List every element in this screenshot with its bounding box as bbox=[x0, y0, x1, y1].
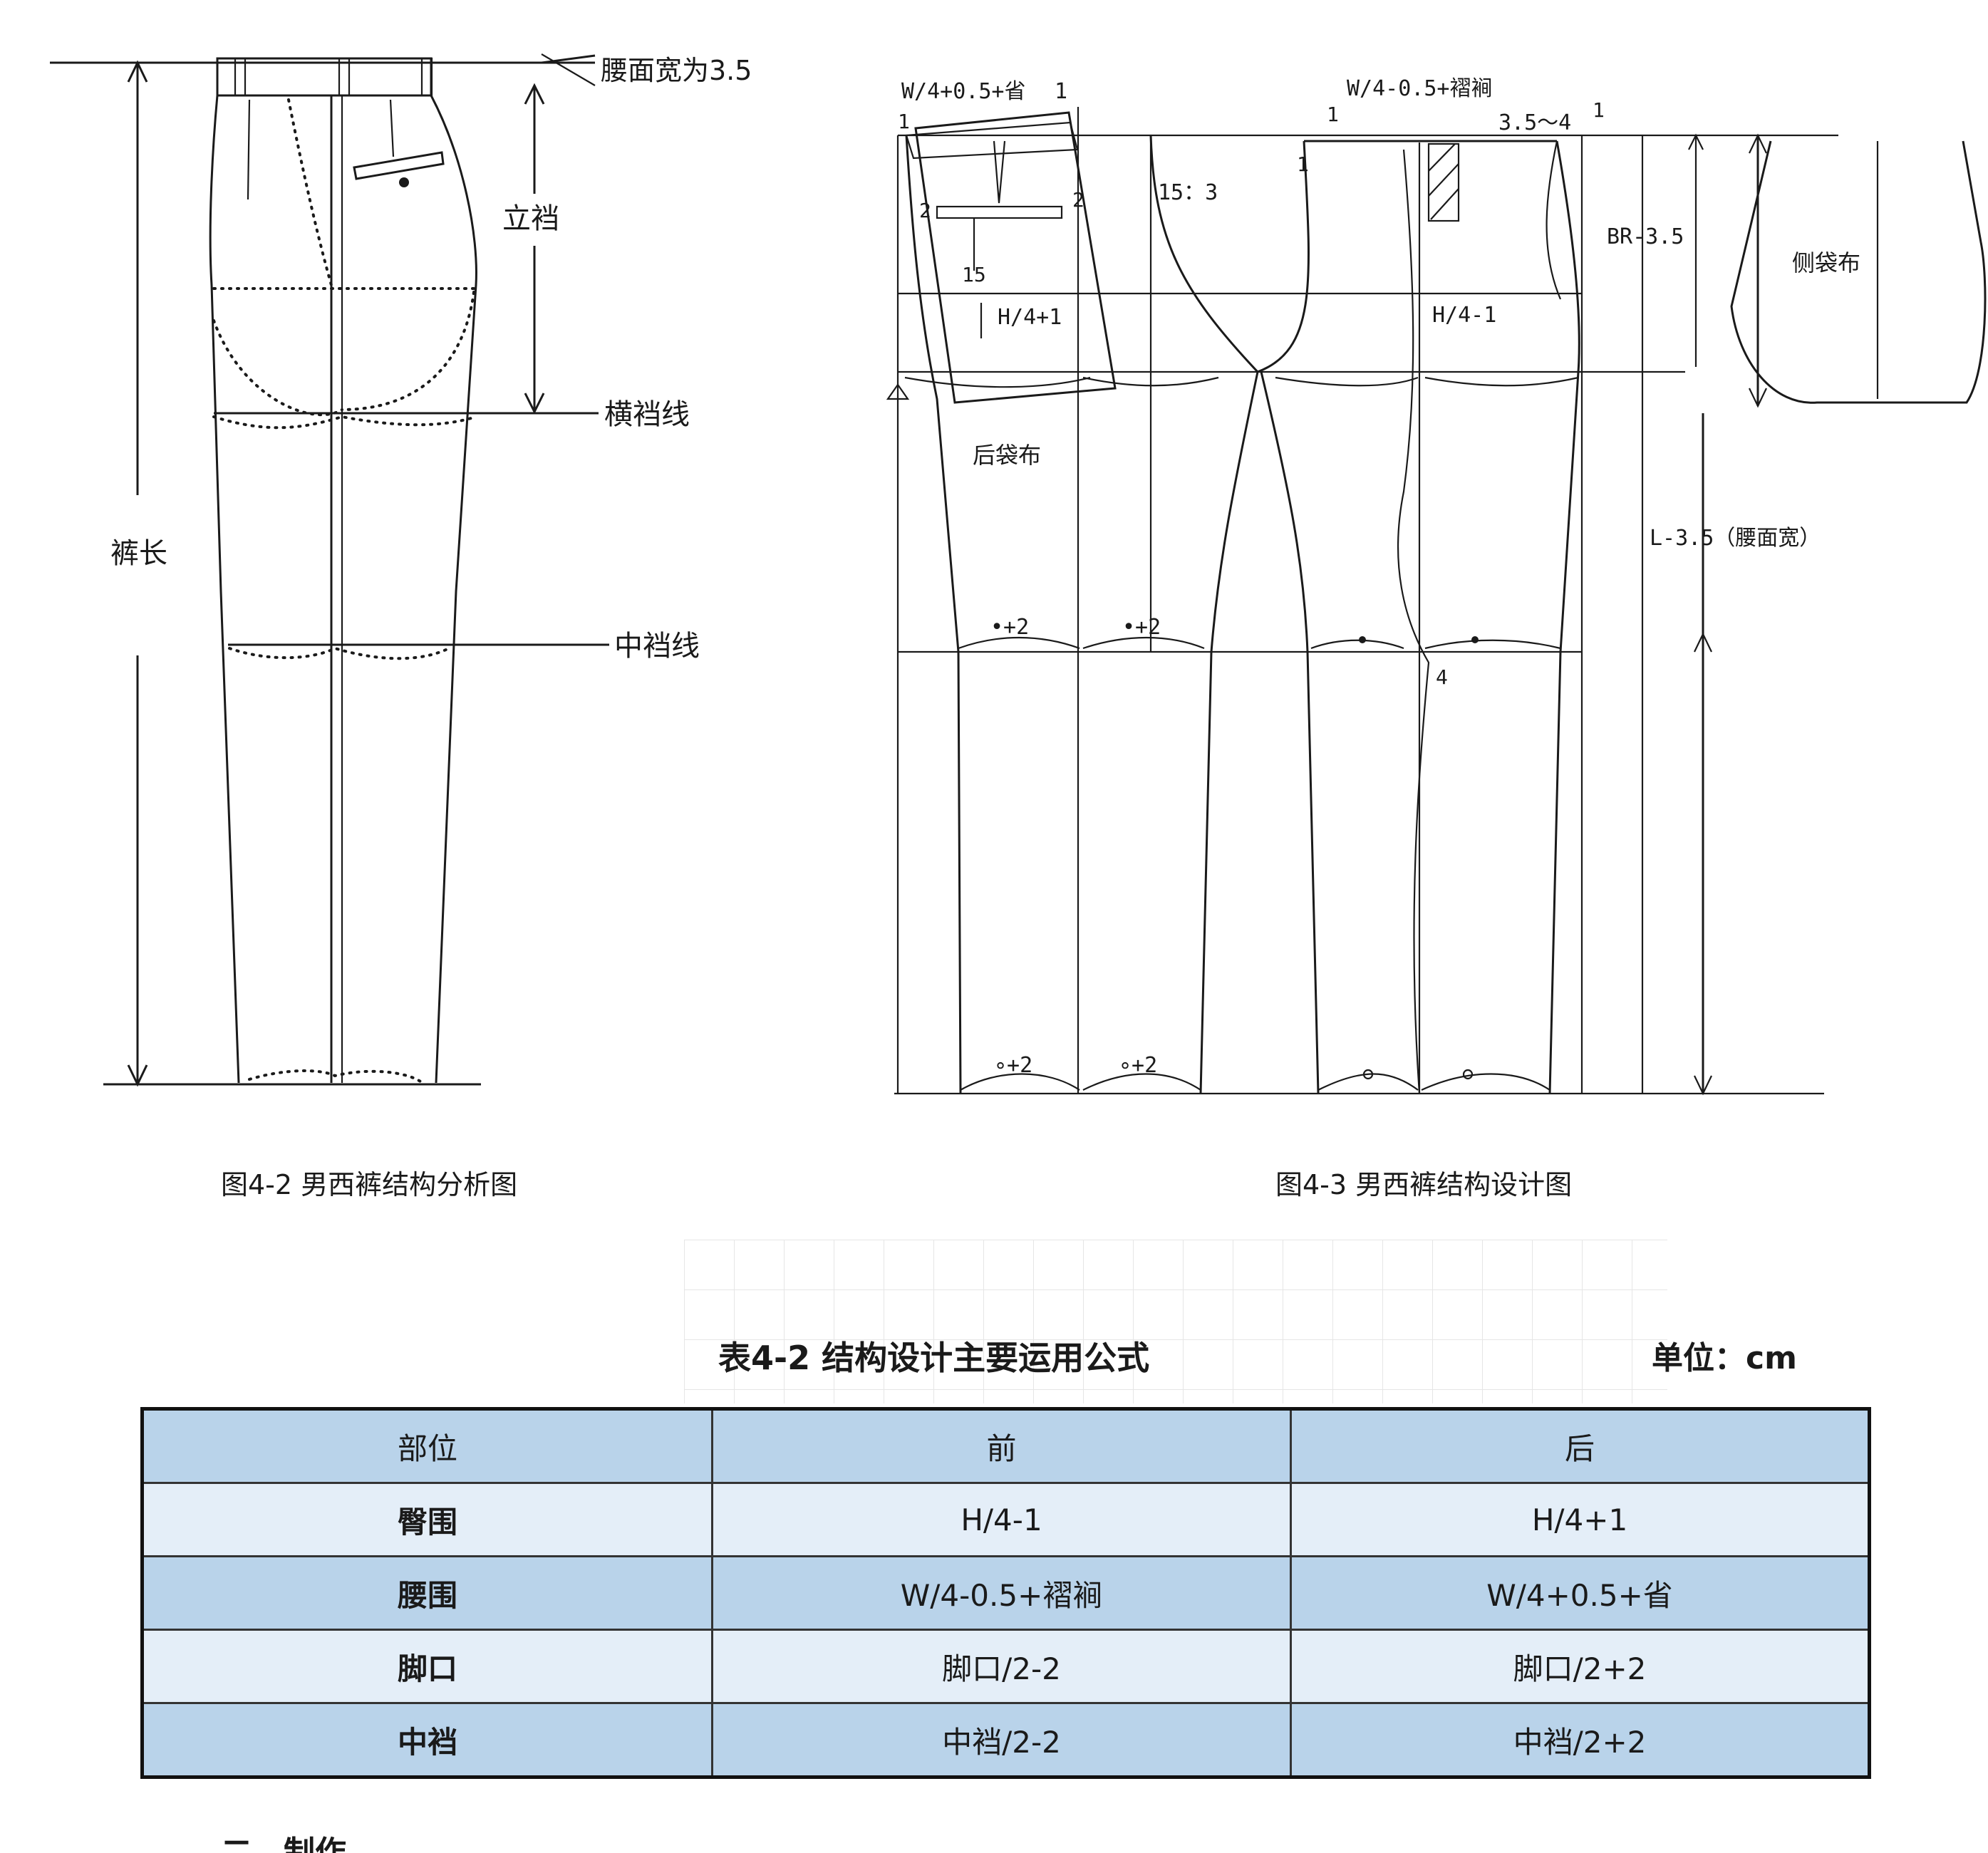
label-crotch-line: 横裆线 bbox=[604, 398, 690, 431]
label-two-a: 2 bbox=[919, 199, 931, 222]
table-row: 脚口 脚口/2-2 脚口/2+2 bbox=[141, 1629, 1870, 1704]
label-knee-line: 中裆线 bbox=[614, 630, 700, 663]
label-back-pocket: 后袋布 bbox=[973, 442, 1041, 469]
table-cell: 中裆/2-2 bbox=[711, 1702, 1292, 1778]
table-header-front: 前 bbox=[711, 1408, 1292, 1484]
trouser-analysis-figure: 腰面宽为3.5 立裆 横裆线 裤长 中裆线 bbox=[50, 53, 752, 1087]
table-cell: H/4+1 bbox=[1290, 1482, 1870, 1557]
label-one-c: 1 bbox=[1593, 98, 1605, 122]
table-header-back: 后 bbox=[1290, 1408, 1870, 1484]
label-trouser-length: 裤长 bbox=[110, 537, 167, 570]
label-hem-back-b: ∘+2 bbox=[1119, 1053, 1157, 1078]
label-back-waist: W/4+0.5+省 bbox=[901, 79, 1026, 104]
label-length-formula: L-3.5（腰面宽） bbox=[1650, 526, 1821, 551]
table-cell: 脚口 bbox=[141, 1629, 713, 1704]
table-title: 表4-2 结构设计主要运用公式 bbox=[718, 1339, 1150, 1377]
label-front-waist: W/4-0.5+褶裥 bbox=[1347, 76, 1493, 101]
table-cell: 脚口/2-2 bbox=[711, 1629, 1292, 1704]
label-br: BR-3.5 bbox=[1607, 224, 1684, 249]
label-one-a: 1 bbox=[898, 110, 910, 133]
formula-table: 部位 前 后 臀围 H/4-1 H/4+1 腰围 W/4-0.5+褶裥 W/4+… bbox=[140, 1407, 1871, 1779]
label-rise: 立裆 bbox=[502, 202, 559, 235]
table-row: 中裆 中裆/2-2 中裆/2+2 bbox=[141, 1702, 1870, 1778]
label-knee-back-b: •+2 bbox=[1122, 615, 1161, 640]
label-one-d: 1 bbox=[1297, 152, 1309, 176]
label-ratio: 15：3 bbox=[1158, 180, 1218, 205]
figure-right-caption: 图4-3 男西裤结构设计图 bbox=[1275, 1169, 1573, 1200]
label-hem-back-a: ∘+2 bbox=[994, 1053, 1032, 1078]
label-four: 4 bbox=[1436, 665, 1448, 689]
table-cell: 中裆 bbox=[141, 1702, 713, 1778]
table-row: 腰围 W/4-0.5+褶裥 W/4+0.5+省 bbox=[141, 1555, 1870, 1631]
label-side-pocket: 侧袋布 bbox=[1792, 249, 1860, 276]
table-row: 臀围 H/4-1 H/4+1 bbox=[141, 1482, 1870, 1557]
label-two-b: 2 bbox=[1072, 188, 1084, 212]
background-grid bbox=[684, 1240, 1667, 1403]
table-cell: 脚口/2+2 bbox=[1290, 1629, 1870, 1704]
label-front-hip: H/4-1 bbox=[1432, 303, 1496, 328]
label-back-waist-1: 1 bbox=[1055, 79, 1067, 104]
label-one-b: 1 bbox=[1327, 103, 1339, 126]
table-header-part: 部位 bbox=[141, 1408, 713, 1484]
label-waistband: 腰面宽为3.5 bbox=[601, 55, 752, 86]
trouser-pattern-figure: W/4+0.5+省 1 W/4-0.5+褶裥 3.5～4 1 1 1 1 2 2… bbox=[886, 76, 1987, 1096]
label-back-hip: H/4+1 bbox=[998, 305, 1062, 330]
table-cell: 中裆/2+2 bbox=[1290, 1702, 1870, 1778]
figure-left-caption: 图4-2 男西裤结构分析图 bbox=[221, 1169, 518, 1200]
footer-heading-fragment: 二、制作 bbox=[221, 1834, 346, 1853]
table-unit: 单位：cm bbox=[1652, 1340, 1797, 1376]
table-cell: 臀围 bbox=[141, 1482, 713, 1557]
table-cell: W/4-0.5+褶裥 bbox=[711, 1555, 1292, 1631]
label-pleat: 3.5～4 bbox=[1498, 110, 1571, 135]
table-header-row: 部位 前 后 bbox=[141, 1408, 1870, 1484]
label-fifteen: 15 bbox=[962, 263, 986, 286]
table-cell: H/4-1 bbox=[711, 1482, 1292, 1557]
table-cell: W/4+0.5+省 bbox=[1290, 1555, 1870, 1631]
label-knee-back-a: •+2 bbox=[990, 615, 1029, 640]
table-cell: 腰围 bbox=[141, 1555, 713, 1631]
